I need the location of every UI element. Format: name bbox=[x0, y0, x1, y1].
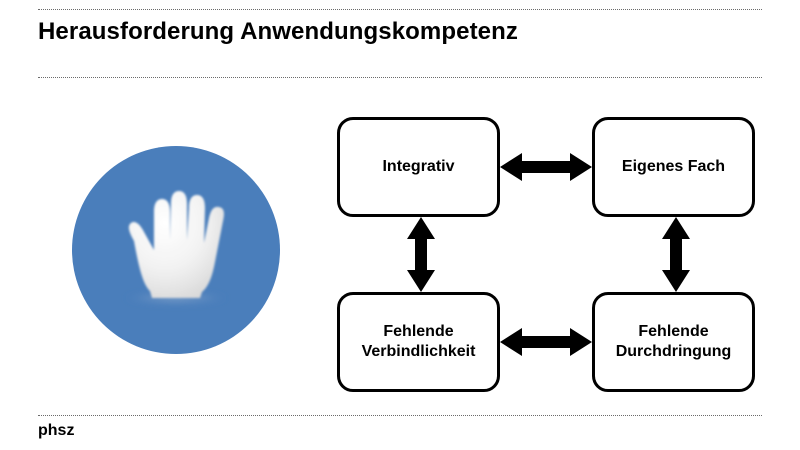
double-arrow-icon-bottom-horizontal bbox=[500, 325, 592, 359]
node-label: Integrativ bbox=[382, 158, 455, 175]
page-title: Herausforderung Anwendungskompetenz bbox=[38, 18, 518, 45]
header-divider-bottom bbox=[38, 77, 762, 78]
footer-divider bbox=[38, 415, 762, 416]
double-arrow-icon-right-vertical bbox=[659, 217, 693, 292]
diagram-node-fehlende-durchdringung[interactable]: Fehlende Durchdringung bbox=[592, 292, 755, 392]
open-hand-icon bbox=[72, 146, 280, 354]
double-arrow-icon-left-vertical bbox=[404, 217, 438, 292]
relationship-diagram: Integrativ Eigenes Fach Fehlende Verbind… bbox=[330, 110, 765, 402]
diagram-node-eigenes-fach[interactable]: Eigenes Fach bbox=[592, 117, 755, 217]
footer-logo: phsz bbox=[38, 422, 75, 439]
double-arrow-icon-top-horizontal bbox=[500, 150, 592, 184]
diagram-node-integrativ[interactable]: Integrativ bbox=[337, 117, 500, 217]
node-label: Eigenes Fach bbox=[621, 158, 726, 175]
node-label: Fehlende Durchdringung bbox=[615, 323, 732, 360]
diagram-node-fehlende-verbindlichkeit[interactable]: Fehlende Verbindlichkeit bbox=[337, 292, 500, 392]
header-divider-top bbox=[38, 9, 762, 10]
node-label: Fehlende Verbindlichkeit bbox=[361, 323, 476, 360]
